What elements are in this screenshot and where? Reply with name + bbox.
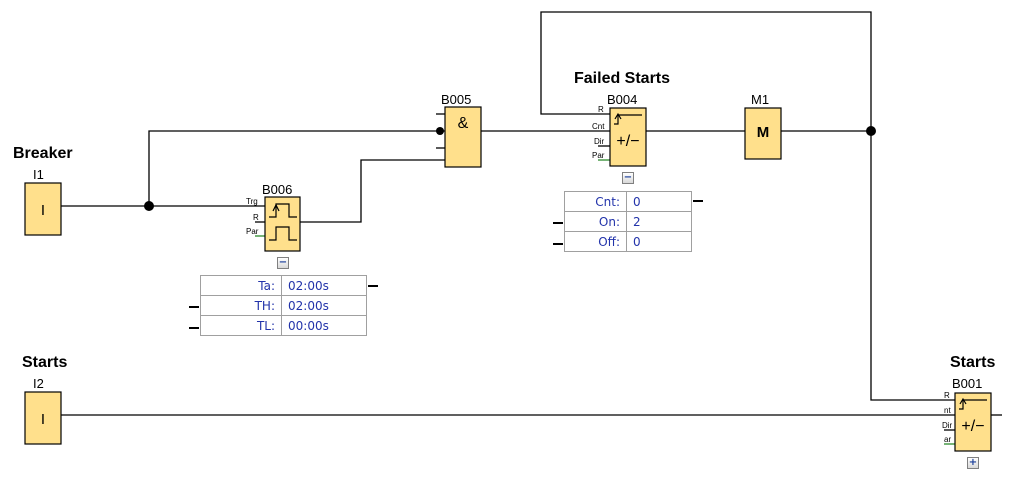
wiping-relay-icon xyxy=(269,203,297,241)
param-key: On: xyxy=(564,211,627,232)
wire-feedback-to-b004-r[interactable] xyxy=(540,11,872,131)
i2-title: Starts xyxy=(22,354,67,371)
b001-id: B001 xyxy=(952,376,982,391)
b001-title: Starts xyxy=(950,354,995,371)
b006-pin-par: Par xyxy=(246,227,259,236)
block-b005[interactable]: B005 & xyxy=(441,92,482,168)
param-value[interactable]: 00:00s xyxy=(281,315,367,336)
junction-dot-breaker xyxy=(144,201,154,211)
param-key: Off: xyxy=(564,231,627,252)
param-value[interactable]: 02:00s xyxy=(281,295,367,316)
param-key: Cnt: xyxy=(564,191,627,212)
b004-pin-dir: Dir xyxy=(594,137,605,146)
b006-collapse-button[interactable]: − xyxy=(277,257,289,269)
b001-pin-dir: Dir xyxy=(942,421,953,430)
b004-pin-r: R xyxy=(598,105,604,114)
counter-edge-icon xyxy=(959,397,987,410)
param-row[interactable]: Cnt: 0 xyxy=(564,191,692,212)
block-i1[interactable]: Breaker I1 I xyxy=(13,145,73,236)
block-b006[interactable]: B006 Trg R Par xyxy=(246,182,301,252)
param-row[interactable]: TL: 00:00s xyxy=(200,315,367,336)
input-icon: I xyxy=(41,411,45,428)
i2-body[interactable] xyxy=(24,391,62,445)
block-b004[interactable]: Failed Starts B004 R Cnt Dir Par +/− xyxy=(574,70,670,167)
param-value[interactable]: 2 xyxy=(626,211,692,232)
b005-id: B005 xyxy=(441,92,471,107)
counter-edge-icon xyxy=(614,112,642,125)
param-row[interactable]: Off: 0 xyxy=(564,231,692,252)
m1-id: M1 xyxy=(751,92,769,107)
b001-expand-button[interactable]: + xyxy=(967,457,979,469)
param-value[interactable]: 0 xyxy=(626,191,692,212)
b004-id: B004 xyxy=(607,92,637,107)
input-icon: I xyxy=(41,202,45,219)
m1-body[interactable] xyxy=(744,107,782,160)
b006-parameter-table: Ta: 02:00s TH: 02:00s TL: 00:00s xyxy=(200,275,367,336)
param-row[interactable]: Ta: 02:00s xyxy=(200,275,367,296)
param-key: Ta: xyxy=(200,275,282,296)
b004-on-input-stub xyxy=(553,222,563,224)
wire-junction-to-b005-in2[interactable] xyxy=(148,130,445,206)
wire-junction-to-b001-r[interactable] xyxy=(870,131,955,401)
block-b001[interactable]: Starts B001 R nt Dir ar +/− xyxy=(942,354,995,452)
b004-cnt-output-stub xyxy=(693,200,703,202)
block-m1[interactable]: M1 M xyxy=(744,92,782,160)
b001-pin-cnt: nt xyxy=(944,406,951,415)
param-row[interactable]: On: 2 xyxy=(564,211,692,232)
b005-body[interactable] xyxy=(444,106,482,168)
b006-th-input-stub xyxy=(189,306,199,308)
wires xyxy=(61,11,1002,445)
and-icon: & xyxy=(458,115,469,132)
param-value[interactable]: 02:00s xyxy=(281,275,367,296)
b006-id: B006 xyxy=(262,182,292,197)
i1-title: Breaker xyxy=(13,145,73,162)
param-value[interactable]: 0 xyxy=(626,231,692,252)
param-key: TH: xyxy=(200,295,282,316)
flag-icon: M xyxy=(757,124,770,141)
junction-dot-b005-input xyxy=(436,127,444,135)
i1-body[interactable] xyxy=(24,182,62,236)
b001-pin-par: ar xyxy=(944,435,951,444)
up-down-icon: +/− xyxy=(616,133,639,150)
b004-pin-cnt: Cnt xyxy=(592,122,605,131)
b004-parameter-table: Cnt: 0 On: 2 Off: 0 xyxy=(564,191,692,252)
b004-off-input-stub xyxy=(553,243,563,245)
block-i2[interactable]: Starts I2 I xyxy=(22,354,67,445)
i1-id: I1 xyxy=(33,167,44,182)
b001-pin-r: R xyxy=(944,391,950,400)
b006-pin-trg: Trg xyxy=(246,197,258,206)
up-down-icon: +/− xyxy=(961,418,984,435)
param-key: TL: xyxy=(200,315,282,336)
b006-pin-r: R xyxy=(253,213,259,222)
wire-b006-to-b005-in4[interactable] xyxy=(300,159,445,223)
b006-tl-input-stub xyxy=(189,327,199,329)
b004-collapse-button[interactable]: − xyxy=(622,172,634,184)
param-row[interactable]: TH: 02:00s xyxy=(200,295,367,316)
b004-title: Failed Starts xyxy=(574,70,670,87)
b006-body[interactable] xyxy=(264,196,301,252)
b006-ta-output-stub xyxy=(368,285,378,287)
b004-pin-par: Par xyxy=(592,151,605,160)
i2-id: I2 xyxy=(33,376,44,391)
junction-dot-m1 xyxy=(866,126,876,136)
